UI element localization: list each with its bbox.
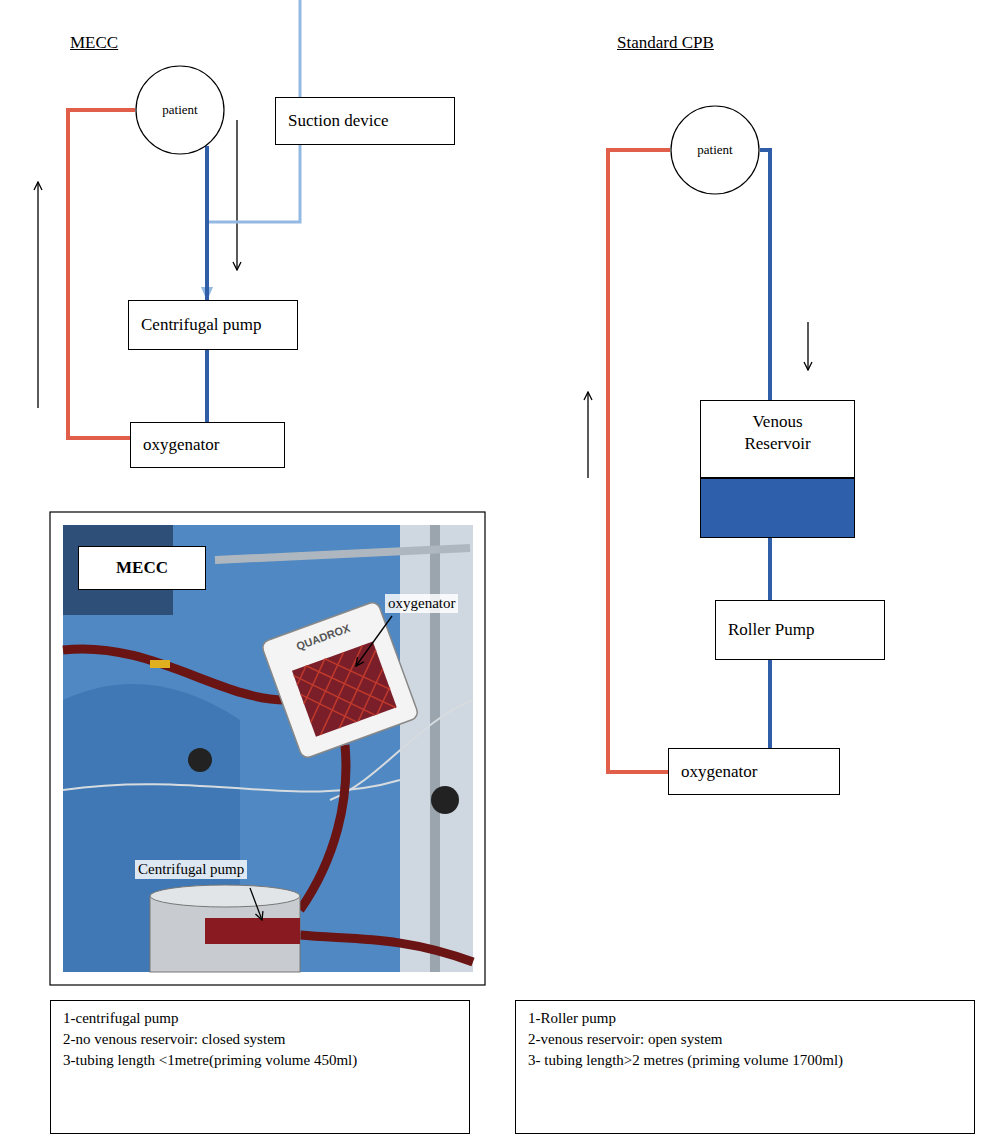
photo-label: oxygenator xyxy=(385,594,458,613)
node-text: Roller Pump xyxy=(728,620,814,640)
oxygenator-housing xyxy=(261,601,420,760)
device-brand: QUADROX xyxy=(295,622,352,653)
flow-arrow xyxy=(807,322,808,370)
flow-line xyxy=(760,150,770,400)
notes-box: 1-Roller pump2-venous reservoir: open sy… xyxy=(515,1000,975,1134)
pump-band xyxy=(205,918,300,944)
notes-box: 1-centrifugal pump2-no venous reservoir:… xyxy=(50,1000,470,1134)
suction-line xyxy=(299,0,302,97)
node-text: oxygenator xyxy=(143,435,219,455)
flow-line xyxy=(207,145,300,300)
node-text: 3- tubing length>2 metres (priming volum… xyxy=(528,1050,843,1071)
node-text: Centrifugal pump xyxy=(141,315,261,335)
flow-arrow xyxy=(236,120,237,270)
node-text: Suction device xyxy=(288,111,389,131)
stand-arm xyxy=(215,548,470,560)
flow-line xyxy=(768,538,772,600)
device-box: Suction device xyxy=(275,97,455,145)
metal-stand xyxy=(400,525,473,972)
node-text: 1-Roller pump xyxy=(528,1008,616,1029)
centrifugal-pump-device xyxy=(150,885,300,972)
section-heading: Standard CPB xyxy=(617,33,714,53)
photo-frame xyxy=(50,512,485,985)
leader-arrow xyxy=(250,888,262,920)
patient-circle: patient xyxy=(135,65,225,155)
node-text: patient xyxy=(162,102,197,118)
node-text: Venous Reservoir xyxy=(730,411,825,455)
oxygenator-grid xyxy=(292,641,397,736)
tube-connector xyxy=(150,660,170,668)
clamp-knob xyxy=(431,786,459,814)
circle-shape xyxy=(671,106,759,194)
section-heading: MECC xyxy=(70,33,118,53)
reservoir-box: Venous Reservoir xyxy=(700,400,855,538)
blood-tube xyxy=(300,935,473,962)
flow-line xyxy=(205,146,209,300)
oxygenator-box: oxygenator xyxy=(130,422,285,468)
photo-badge: MECC xyxy=(78,546,206,590)
patient-circle: patient xyxy=(670,105,760,195)
node-text: MECC xyxy=(116,558,168,578)
flow-line xyxy=(768,660,772,748)
flow-arrow xyxy=(37,182,38,408)
photo-label: Centrifugal pump xyxy=(135,860,247,879)
oxygenator-device xyxy=(261,601,420,760)
pump-top xyxy=(150,885,300,907)
flow-line xyxy=(68,110,135,438)
flow-arrow xyxy=(587,392,588,478)
blood-tube xyxy=(300,745,346,910)
node-text: 2-venous reservoir: open system xyxy=(528,1029,723,1050)
node-text: 1-centrifugal pump xyxy=(63,1008,178,1029)
stand-pole xyxy=(430,525,440,972)
leader-arrow xyxy=(356,616,392,666)
oxygenator-box: oxygenator xyxy=(668,748,840,795)
circle-shape xyxy=(136,66,224,154)
node-text: 3-tubing length <1metre(priming volume 4… xyxy=(63,1050,357,1071)
pump-box: Centrifugal pump xyxy=(128,300,298,350)
node-text: oxygenator xyxy=(681,762,757,782)
oxygenator-fibres xyxy=(292,641,397,736)
pump-box: Roller Pump xyxy=(715,600,885,660)
node-text: 2-no venous reservoir: closed system xyxy=(63,1029,285,1050)
flow-line xyxy=(608,150,670,772)
clamp-knob xyxy=(188,748,212,772)
flow-line xyxy=(205,350,209,422)
photo-background xyxy=(63,525,473,972)
blood-tube xyxy=(63,649,285,700)
node-text: patient xyxy=(697,142,732,158)
